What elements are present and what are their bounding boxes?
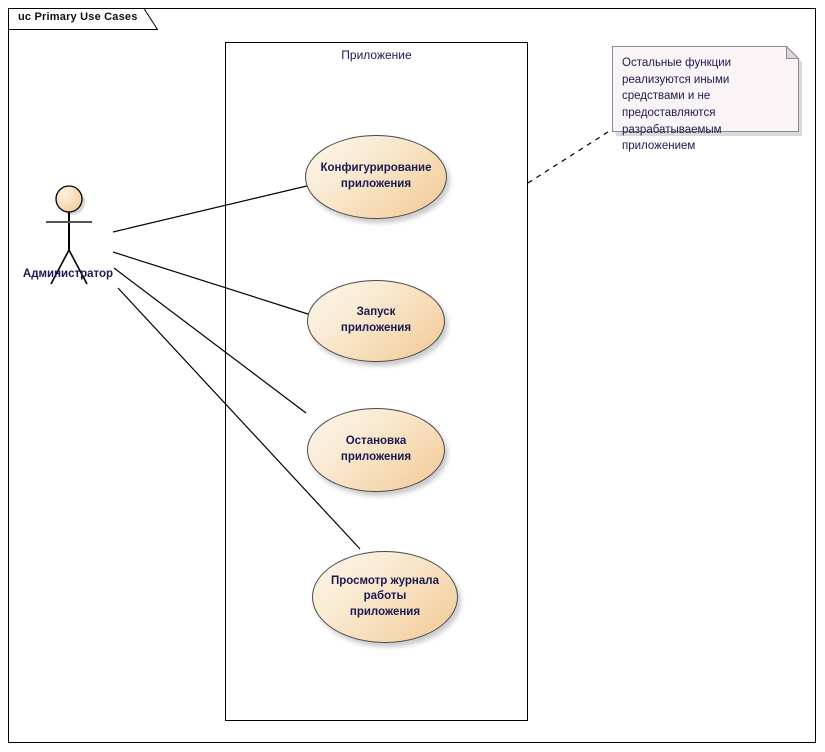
frame-title-tab[interactable]: uc Primary Use Cases [8,8,158,30]
system-boundary-label: Приложение [341,48,412,62]
frame-title-tab-shape [8,8,158,30]
actor-label: Администратор [22,268,114,280]
actor-administrator[interactable] [28,178,128,290]
use-case-start[interactable]: Запуск приложения [307,280,445,362]
diagram-frame [8,8,816,743]
use-case-viewlog[interactable]: Просмотр журнала работы приложения [312,551,458,643]
use-case-configure[interactable]: Конфигурирование приложения [305,135,447,219]
frame-title-label: uc Primary Use Cases [18,11,138,23]
use-case-configure-label: Конфигурирование приложения [320,162,432,190]
actor-stick-figure-icon [46,185,92,285]
use-case-stop[interactable]: Остановка приложения [307,408,445,492]
note-text: Остальные функции реализуются иными сред… [622,57,732,153]
use-case-start-label: Запуск приложения [340,306,412,334]
note-box[interactable]: Остальные функции реализуются иными сред… [612,45,802,152]
use-case-stop-label: Остановка приложения [340,435,412,463]
note-shape [612,45,802,136]
use-case-viewlog-label: Просмотр журнала работы приложения [331,574,439,618]
